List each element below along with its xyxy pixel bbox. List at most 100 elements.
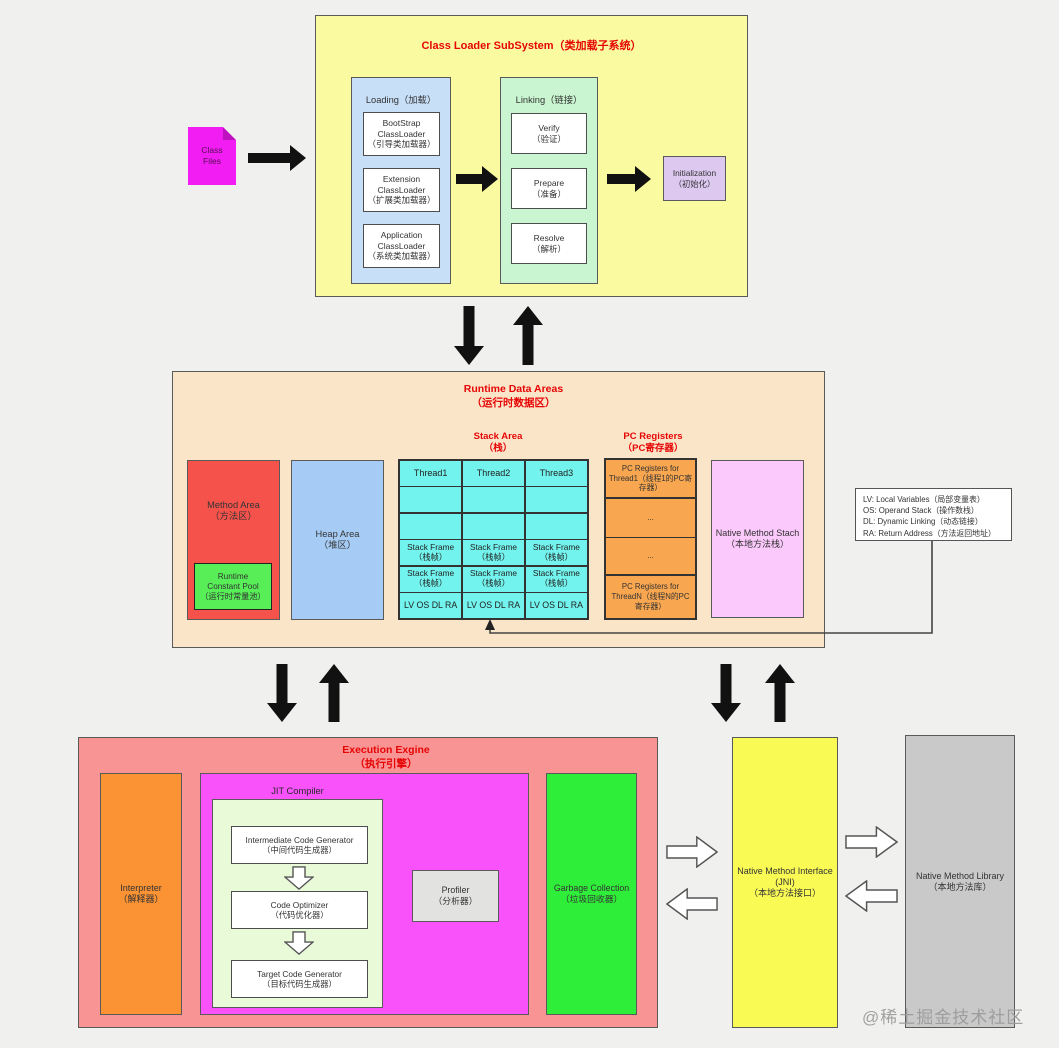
watermark-text: @稀土掘金技术社区 [862,1008,1025,1027]
label-en: Heap Area [315,528,360,539]
stack-cell-empty [400,487,462,513]
arrow-right-icon [456,165,498,192]
stack-frame-cell: Stack Frame （栈帧） [462,566,525,592]
verify-box: Verify （验证） [511,113,587,154]
stack-registers-cell: LV OS DL RA [462,593,525,618]
execution-title-zh: （执行引擎） [354,757,418,770]
stack-thread-header: Thread1 [400,461,462,486]
linking-title: Linking（链接） [515,95,583,105]
label-zh: （引导类加载器） [367,139,436,150]
initialization-box: Initialization （初始化） [663,156,726,201]
label-zh: （运行时常量池） [200,591,266,601]
resolve-box: Resolve （解析） [511,223,587,264]
pc-register-row: PC Registers for Thread1（线程1的PC寄存器） [606,460,695,497]
arrow-up-icon [511,306,544,365]
pc-register-row: PC Registers for ThreadN（线程N的PC寄存器） [606,575,695,618]
label-zh: （栈帧） [414,551,448,562]
label-en: Initialization [672,168,717,179]
stack-thread-header: Thread3 [525,461,587,486]
stack-cell-empty [462,513,525,539]
garbage-collection-box: Garbage Collection （垃圾回收器） [546,773,637,1015]
label-zh: （分析器） [433,896,478,906]
jit-pipeline-box: Intermediate Code Generator （中间代码生成器） Co… [212,799,383,1008]
linking-box: Linking（链接） Verify （验证） Prepare （准备） Res… [500,77,598,284]
label-l2: ClassLoader [377,184,426,195]
label-en: Interpreter [120,883,162,894]
hollow-arrow-right-icon [845,826,898,858]
stack-frame-cell: Stack Frame （栈帧） [400,540,462,566]
label-zh: （栈帧） [539,578,573,589]
label-zh: （本地方法库） [928,881,992,892]
runtime-title-zh: （运行时数据区） [471,396,556,409]
loading-title: Loading（加载） [365,95,437,105]
label-zh: （目标代码生成器） [262,979,337,989]
interpreter-box: Interpreter （解释器） [100,773,182,1015]
stack-area-table: Thread1 Thread2 Thread3 Stack Frame （栈帧）… [398,459,589,620]
label-zh: （系统类加载器） [367,251,436,262]
hollow-arrow-left-icon [845,880,898,912]
jit-compiler-box: JIT Compiler Intermediate Code Generator… [200,773,529,1015]
target-code-generator-box: Target Code Generator （目标代码生成器） [231,960,368,998]
stack-frame-legend-box: LV: Local Variables（局部变量表） OS: Operand S… [855,488,1012,541]
execution-title-en: Execution Exgine [342,744,430,756]
label-l2: ClassLoader [377,128,426,139]
label-en: Garbage Collection [553,883,630,894]
label-zh: （验证） [531,133,566,144]
stack-cell-empty [400,513,462,539]
label-en: Native Method Stach [715,528,800,539]
runtime-data-areas-panel: Runtime Data Areas （运行时数据区） Method Area … [172,371,825,648]
label-zh: （堆区） [318,540,357,550]
bootstrap-classloader-box: BootStrap ClassLoader （引导类加载器） [363,112,440,156]
label-en: Target Code Generator [257,968,342,979]
application-classloader-box: Application ClassLoader （系统类加载器） [363,224,440,268]
hollow-arrow-down-icon [284,931,314,955]
stack-frame-cell: Stack Frame （栈帧） [525,540,587,566]
pc-registers-title: PC Registers （PC寄存器） [583,431,723,455]
stack-frame-cell: Stack Frame （栈帧） [525,566,587,592]
hollow-arrow-down-icon [284,866,314,890]
execution-engine-title: Execution Exgine （执行引擎） [115,744,657,771]
runtime-title: Runtime Data Areas （运行时数据区） [203,383,824,410]
label-l2: (JNI) [775,877,795,888]
stack-area-title: Stack Area （栈） [428,431,568,455]
pc-registers-table: PC Registers for Thread1（线程1的PC寄存器） ... … [604,458,697,620]
native-method-library-box: Native Method Library （本地方法库） [905,735,1015,1028]
label-zh: （本地方法接口） [748,887,821,898]
legend-line-os: OS: Operand Stack（操作数栈） [863,506,979,516]
pc-registers-title-zh: （PC寄存器） [622,442,684,454]
label-zh: （代码优化器） [270,910,329,920]
hollow-arrow-right-icon [666,836,718,868]
stack-registers-cell: LV OS DL RA [400,593,462,618]
label-en: Resolve [533,232,565,243]
label-en: Stack Frame [407,568,455,579]
stack-frame-cell: Stack Frame （栈帧） [400,566,462,592]
hollow-arrow-left-icon [666,888,718,920]
heap-area-box: Heap Area （堆区） [291,460,384,620]
label-en: Verify [538,122,560,133]
label-zh: （解释器） [118,894,164,904]
legend-line-ra: RA: Return Address（方法返回地址） [863,528,996,538]
legend-line-dl: DL: Dynamic Linking（动态链接） [863,517,983,527]
label-zh: （垃圾回收器） [560,894,623,904]
label-zh: （本地方法栈） [725,539,789,549]
arrow-down-icon [452,306,485,365]
stack-area-title-zh: （栈） [483,442,513,454]
stack-area-title-en: Stack Area [473,431,523,442]
class-loader-title: Class Loader SubSystem（类加载子系统） [421,40,642,52]
label-l1: BootStrap [382,118,421,129]
method-area-box: Method Area （方法区） Runtime Constant Pool … [187,460,280,620]
stack-registers-cell: LV OS DL RA [525,593,587,618]
runtime-constant-pool-box: Runtime Constant Pool （运行时常量池） [194,563,272,610]
label-en: Prepare [533,177,565,188]
arrow-right-icon [248,143,306,172]
label-zh: （扩展类加载器） [367,195,436,206]
label-l2: Constant Pool [207,581,259,591]
label-zh: （栈帧） [539,551,573,562]
label-en: Method Area [207,499,260,510]
label-zh: （栈帧） [414,578,448,589]
loading-box: Loading（加载） BootStrap ClassLoader （引导类加载… [351,77,451,284]
label-l2: ClassLoader [377,240,426,251]
label-en: Profiler [441,885,470,896]
pc-register-row: ... [606,538,695,575]
label-en: Native Method Library [915,870,1005,881]
